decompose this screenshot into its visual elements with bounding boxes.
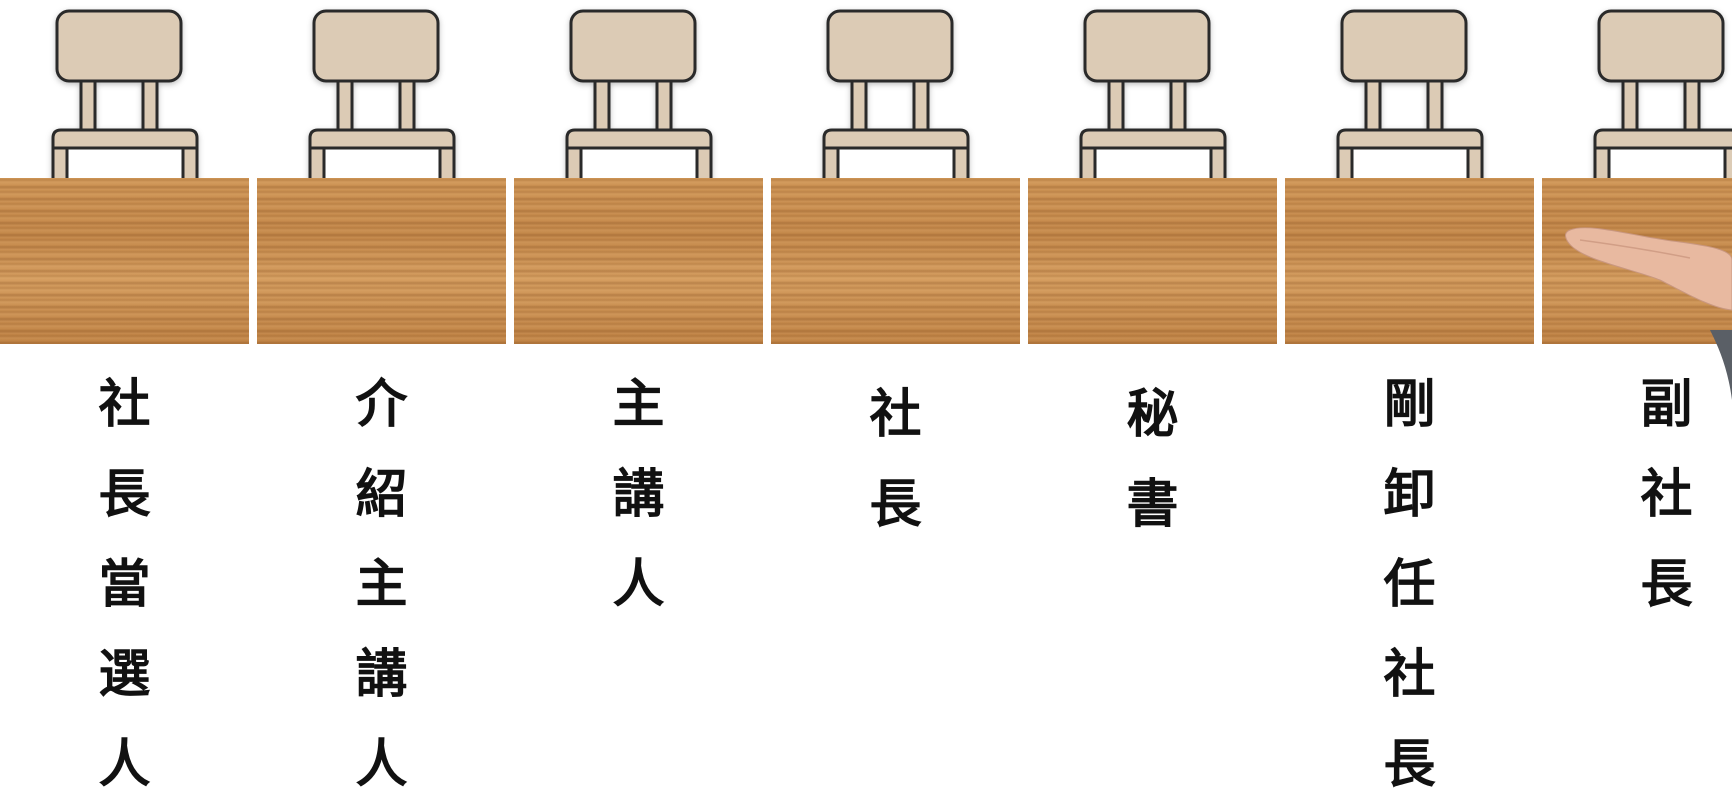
wood-table-panel: [1028, 178, 1277, 344]
role-label: 社長當選人: [0, 360, 249, 810]
role-label-char: 剛: [1383, 360, 1435, 450]
chair-icon: [45, 8, 205, 180]
seat-4: 社長: [771, 0, 1020, 773]
role-label-char: 社: [98, 360, 150, 450]
role-label-char: 主: [612, 360, 664, 450]
role-label-char: 任: [1383, 540, 1435, 630]
role-label-char: 紹: [355, 450, 407, 540]
role-label-char: 社: [869, 370, 921, 460]
seat-5: 秘書: [1028, 0, 1277, 773]
chair-icon: [1073, 8, 1233, 180]
wood-table-panel: [0, 178, 249, 344]
role-label-char: 當: [98, 540, 150, 630]
seat-6: 剛卸任社長: [1285, 0, 1534, 773]
role-label-char: 人: [355, 720, 407, 810]
role-label-char: 長: [1383, 720, 1435, 810]
role-label-char: 主: [355, 540, 407, 630]
chair-icon: [1330, 8, 1490, 180]
role-label-char: 介: [355, 360, 407, 450]
wood-table-panel: [771, 178, 1020, 344]
role-label-char: 選: [98, 630, 150, 720]
role-label-char: 講: [612, 450, 664, 540]
wood-table-panel: [514, 178, 763, 344]
chair-icon: [302, 8, 462, 180]
role-label-char: 人: [98, 720, 150, 810]
role-label: 介紹主講人: [257, 360, 506, 810]
role-label: 社長: [771, 370, 1020, 550]
chair-icon: [559, 8, 719, 180]
seat-2: 介紹主講人: [257, 0, 506, 773]
role-label-char: 秘: [1126, 370, 1178, 460]
role-label-char: 社: [1383, 630, 1435, 720]
chair-icon: [816, 8, 976, 180]
role-label-char: 講: [355, 630, 407, 720]
seat-1: 社長當選人: [0, 0, 249, 773]
role-label: 剛卸任社長: [1285, 360, 1534, 810]
wood-table-panel: [257, 178, 506, 344]
role-label: 秘書: [1028, 370, 1277, 550]
pointing-hand-image: [1560, 220, 1732, 410]
chair-icon: [1587, 8, 1732, 180]
role-label-char: 卸: [1383, 450, 1435, 540]
role-label: 主講人: [514, 360, 763, 630]
role-label-char: 長: [869, 460, 921, 550]
role-label-char: 書: [1126, 460, 1178, 550]
role-label-char: 長: [98, 450, 150, 540]
wood-table-panel: [1285, 178, 1534, 344]
role-label-char: 長: [1640, 540, 1692, 630]
seat-3: 主講人: [514, 0, 763, 773]
role-label-char: 社: [1640, 450, 1692, 540]
role-label-char: 人: [612, 540, 664, 630]
